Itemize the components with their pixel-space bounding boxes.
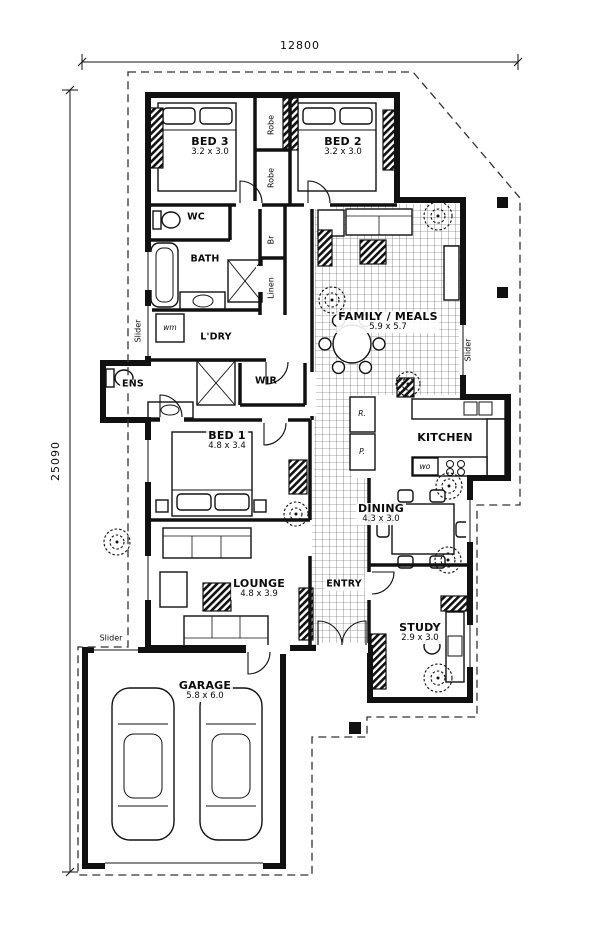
fridge-label: R. — [358, 408, 366, 418]
room-size-study: 2.9 x 3.0 — [401, 633, 439, 644]
room-name-study: STUDY — [399, 621, 441, 635]
entry-door-left — [317, 620, 343, 646]
plant-icon — [318, 286, 346, 314]
ens-door — [159, 394, 183, 418]
room-size-garage: 5.8 x 6.0 — [186, 691, 224, 702]
plant-icon — [395, 371, 421, 397]
outer-wall — [100, 92, 511, 703]
pantry-label: P. — [359, 446, 365, 456]
window-lines — [94, 252, 471, 864]
room-size-bed2: 3.2 x 3.0 — [324, 147, 362, 158]
entry-door-right — [341, 620, 367, 646]
wall-oven-label: wo — [419, 461, 431, 471]
room-name-ens: ENS — [122, 378, 144, 390]
room-size-dining: 4.3 x 3.0 — [362, 514, 400, 525]
study-desk-icon — [423, 611, 465, 683]
room-label-wc: WC — [187, 211, 205, 224]
room-label-ldry: L'DRY — [198, 331, 234, 344]
room-name-family: FAMILY / MEALS — [338, 310, 438, 324]
bed2-door — [307, 180, 331, 204]
room-size-bed3: 3.2 x 3.0 — [191, 147, 229, 158]
room-size-bed1: 4.8 x 3.4 — [208, 441, 246, 452]
room-label-bed2: BED 2 3.2 x 3.0 — [322, 135, 364, 158]
room-name-garage: GARAGE — [178, 679, 232, 693]
dimension-lines — [62, 54, 523, 877]
plant-icon — [434, 546, 462, 574]
interior-walls — [148, 95, 470, 648]
eaves-outline — [77, 71, 521, 876]
slider-right-label: Slider — [463, 338, 473, 362]
room-size-family: 5.9 x 5.7 — [369, 322, 407, 333]
room-label-dining: DINING 4.3 x 3.0 — [356, 502, 406, 525]
garage-car-icon — [111, 687, 263, 841]
room-name-bed2: BED 2 — [324, 135, 362, 149]
plant-icon — [423, 201, 453, 231]
laundry-fixtures-icon — [155, 313, 185, 343]
robe-top-label: Robe — [266, 114, 276, 136]
room-label-kitchen: KITCHEN — [417, 430, 473, 444]
robe-bottom-label: Robe — [266, 167, 276, 189]
room-name-entry: ENTRY — [326, 578, 362, 590]
plants — [103, 201, 463, 693]
washing-machine-label: wm — [163, 322, 177, 332]
room-name-dining: DINING — [358, 502, 404, 516]
plant-icon — [283, 501, 309, 527]
room-name-kitchen: KITCHEN — [417, 430, 473, 444]
kitchen-bench-icon — [349, 396, 506, 477]
dimension-width-label: 12800 — [280, 38, 320, 52]
plant-icon — [423, 663, 453, 693]
room-name-ldry: L'DRY — [200, 331, 232, 343]
bed3-door — [239, 180, 263, 204]
room-name-bath: BATH — [190, 253, 220, 265]
broom-cupboard-label: Br — [266, 235, 276, 245]
garage-door — [247, 651, 271, 675]
room-label-wir: WIR — [255, 375, 277, 388]
bed1-door — [263, 422, 287, 446]
room-name-lounge: LOUNGE — [233, 577, 285, 591]
room-label-bed1: BED 1 4.8 x 3.4 — [206, 429, 248, 452]
room-label-study: STUDY 2.9 x 3.0 — [397, 621, 443, 644]
doors — [159, 180, 395, 675]
lounge-sofa-icon — [159, 527, 269, 647]
room-name-wc: WC — [187, 211, 205, 223]
room-label-bath: BATH — [188, 253, 222, 266]
slider-garage-label: Slider — [99, 633, 123, 643]
room-label-bed3: BED 3 3.2 x 3.0 — [189, 135, 231, 158]
room-label-entry: ENTRY — [324, 578, 364, 591]
study-door — [371, 571, 395, 595]
plant-icon — [103, 528, 131, 556]
room-label-ens: ENS — [120, 378, 146, 391]
linen-cupboard-label: Linen — [266, 277, 276, 299]
dimension-height-label: 25090 — [48, 441, 62, 481]
room-label-family: FAMILY / MEALS 5.9 x 5.7 — [336, 310, 440, 333]
room-name-wir: WIR — [255, 375, 277, 387]
wc-toilet-icon — [152, 210, 181, 230]
plant-icon — [435, 472, 463, 500]
posts — [349, 197, 508, 734]
room-label-garage: GARAGE 5.8 x 6.0 — [176, 679, 234, 702]
room-name-bed1: BED 1 — [208, 429, 246, 443]
room-label-lounge: LOUNGE 4.8 x 3.9 — [231, 577, 287, 600]
slider-left-label: Slider — [133, 319, 143, 343]
wir-door — [265, 361, 289, 385]
window-hatch-blocks — [148, 97, 468, 690]
room-name-bed3: BED 3 — [191, 135, 229, 149]
room-size-lounge: 4.8 x 3.9 — [240, 589, 278, 600]
